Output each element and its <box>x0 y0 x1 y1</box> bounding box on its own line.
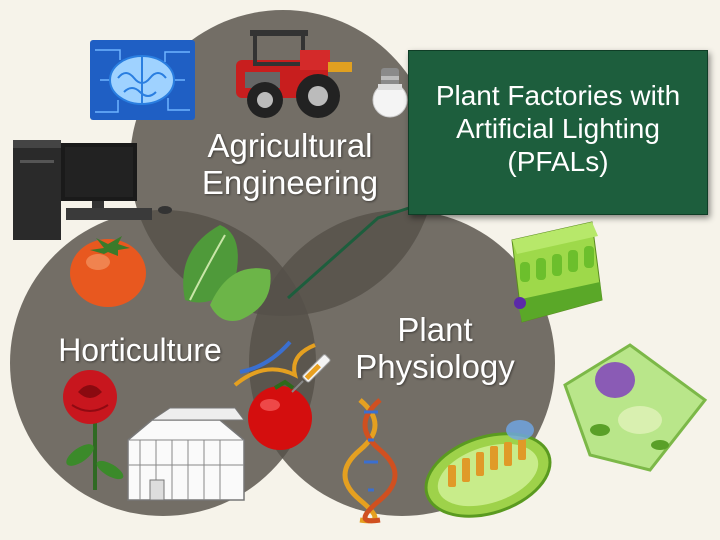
plant-cell-icon <box>563 343 708 472</box>
chloroplast-icon <box>424 420 552 518</box>
pfal-callout-line-3: (PFALs) <box>507 146 609 178</box>
agricultural-engineering-label: Agricultural Engineering <box>180 127 400 202</box>
plant-physiology-label-line-2: Physiology <box>355 347 515 385</box>
pfal-callout-text: Plant Factories with Artificial Lighting… <box>409 79 707 178</box>
tomato-icon <box>70 236 146 307</box>
plant-physiology-label-line-1: Plant <box>397 311 473 348</box>
horticulture-label: Horticulture <box>58 332 222 368</box>
callout-connector-line <box>287 206 410 300</box>
leaf-tissue-icon <box>511 221 603 323</box>
led-bulb-icon <box>372 68 408 118</box>
agricultural-engineering-label-line-2: Engineering <box>201 163 379 201</box>
greenhouse-icon <box>127 407 245 501</box>
pfal-callout-box: Plant Factories with Artificial Lighting… <box>408 50 708 215</box>
brain-chip-icon <box>90 40 195 120</box>
tractor-icon <box>236 30 352 118</box>
pfal-callout-line-1: Plant Factories with <box>435 80 681 111</box>
lettuce-leaf-icon <box>183 225 271 321</box>
plant-physiology-label: Plant Physiology <box>340 311 530 386</box>
dna-helix-icon <box>342 398 398 524</box>
rose-icon <box>63 370 124 490</box>
gene-injected-tomato-icon <box>233 340 331 450</box>
agricultural-engineering-label-line-1: Agricultural <box>207 127 373 164</box>
desktop-computer-icon <box>13 140 172 240</box>
pfal-callout-line-2: Artificial Lighting <box>456 113 660 145</box>
